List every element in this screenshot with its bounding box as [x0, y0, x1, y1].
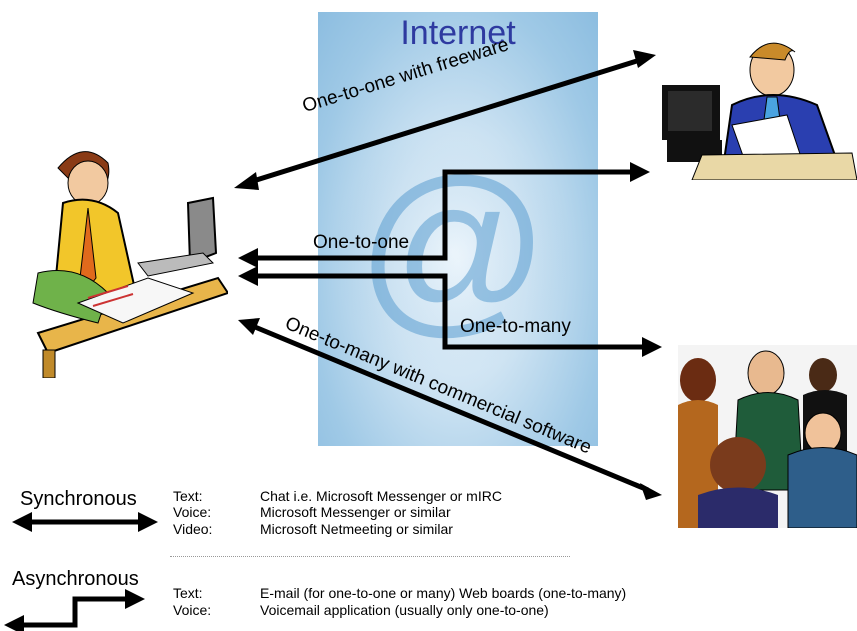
one-to-one-line: [258, 169, 630, 261]
one-to-many-arrowhead-left: [238, 266, 258, 286]
freeware-arrowhead-right: [633, 50, 656, 68]
sync-title: Synchronous: [20, 488, 137, 510]
student-laptop-illustration: [32, 151, 228, 378]
sync-row-type: Video:: [173, 521, 213, 537]
label-one-to-many: One-to-many: [460, 316, 571, 337]
one-to-one-arrowhead: [238, 248, 258, 268]
async-arrowhead-left: [4, 615, 24, 631]
man-computer-illustration: [662, 42, 857, 180]
async-title: Asynchronous: [12, 568, 139, 590]
sync-row-type: Voice:: [173, 504, 212, 520]
async-row-type: Text:: [173, 585, 203, 601]
at-sign-icon: @: [333, 132, 573, 372]
commercial-line: [254, 324, 649, 493]
sync-arrowhead-left: [12, 512, 32, 532]
sync-arrowhead-right: [138, 512, 158, 532]
async-row-desc: Voicemail application (usually only one-…: [260, 602, 549, 618]
label-one-to-one: One-to-one: [313, 232, 410, 253]
legend-divider: [170, 556, 570, 557]
one-to-many-line: [258, 273, 645, 350]
async-legend-line: [22, 596, 125, 628]
async-row-desc: E-mail (for one-to-one or many) Web boar…: [260, 585, 627, 601]
internet-title: Internet: [400, 14, 516, 52]
one-to-many-arrowhead: [642, 337, 662, 357]
commercial-arrowhead-left: [238, 318, 260, 335]
sync-row-type: Text:: [173, 488, 203, 504]
one-to-one-arrowhead-right: [630, 162, 650, 182]
freeware-line: [249, 57, 641, 185]
commercial-arrowhead-right: [640, 483, 662, 500]
async-arrowhead-right: [125, 589, 145, 609]
sync-row-desc: Chat i.e. Microsoft Messenger or mIRC: [260, 488, 502, 504]
sync-row-desc: Microsoft Messenger or similar: [260, 504, 451, 520]
svg-text:@: @: [357, 141, 550, 353]
async-row-type: Voice:: [173, 602, 212, 618]
freeware-arrowhead-left: [234, 172, 259, 190]
sync-row-desc: Microsoft Netmeeting or similar: [260, 521, 453, 537]
group-illustration: [678, 345, 857, 528]
